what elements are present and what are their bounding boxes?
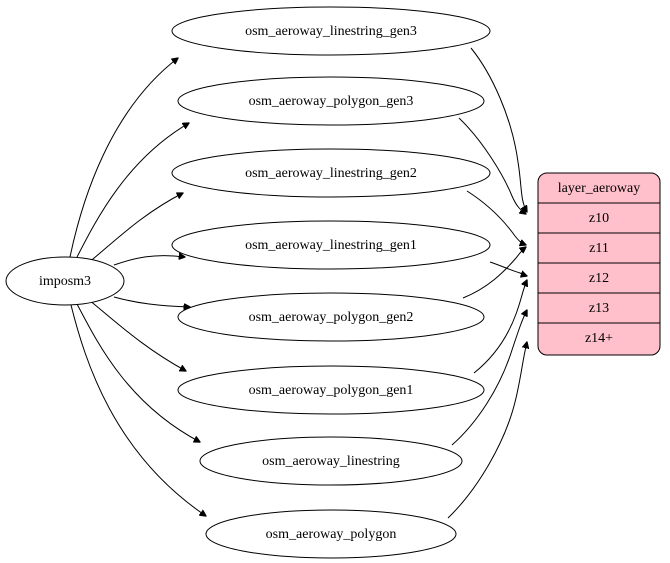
edge-linestring-to-z13 [451, 310, 527, 446]
edge-imposm3-to-polygon-gen2 [113, 296, 190, 307]
edge-imposm3-to-polygon-gen1 [88, 299, 186, 371]
record-row-layer-aeroway[interactable]: layer_aeroway [558, 181, 640, 196]
edge-group-source-to-tables [69, 58, 206, 516]
edge-imposm3-to-polygon [70, 304, 206, 516]
node-label: osm_aeroway_linestring_gen1 [245, 238, 417, 253]
node-label: osm_aeroway_linestring [262, 454, 400, 469]
node-shape[interactable] [171, 6, 491, 56]
edge-linestring-gen3-to-z10 [470, 47, 527, 212]
node-shape[interactable] [177, 292, 485, 342]
node-osm-aeroway-linestring-gen2[interactable]: osm_aeroway_linestring_gen2 [171, 148, 491, 198]
edge-imposm3-to-polygon-gen3 [75, 123, 189, 260]
node-label: osm_aeroway_polygon_gen1 [249, 383, 414, 398]
node-osm-aeroway-polygon-gen2[interactable]: osm_aeroway_polygon_gen2 [177, 292, 485, 342]
node-shape[interactable] [177, 76, 485, 126]
node-label: osm_aeroway_linestring_gen2 [245, 166, 417, 181]
edge-imposm3-to-linestring [76, 303, 200, 442]
node-osm-aeroway-linestring-gen1[interactable]: osm_aeroway_linestring_gen1 [171, 220, 491, 270]
node-imposm3-label: imposm3 [39, 274, 91, 289]
record-row-z10[interactable]: z10 [589, 211, 609, 226]
node-label: osm_aeroway_linestring_gen3 [245, 24, 417, 39]
record-row-z14plus[interactable]: z14+ [585, 331, 613, 346]
node-osm-aeroway-linestring-gen3[interactable]: osm_aeroway_linestring_gen3 [171, 6, 491, 56]
edge-imposm3-to-linestring-gen3 [69, 58, 178, 258]
node-osm-aeroway-polygon-gen3[interactable]: osm_aeroway_polygon_gen3 [177, 76, 485, 126]
record-row-z12[interactable]: z12 [589, 271, 609, 286]
node-shape[interactable] [171, 220, 491, 270]
node-label: osm_aeroway_polygon_gen3 [249, 94, 414, 109]
record-row-z11[interactable]: z11 [589, 241, 609, 256]
edge-group-tables-to-layer [447, 47, 527, 519]
node-label: osm_aeroway_polygon_gen2 [249, 310, 414, 325]
node-shape[interactable] [171, 148, 491, 198]
node-osm-aeroway-polygon-gen1[interactable]: osm_aeroway_polygon_gen1 [177, 365, 485, 415]
edge-linestring-gen2-to-z11 [466, 190, 526, 245]
node-shape[interactable] [205, 509, 457, 559]
edge-polygon-to-z14plus [447, 342, 527, 519]
node-imposm3[interactable]: imposm3 [5, 256, 125, 306]
node-shape[interactable] [177, 365, 485, 415]
edge-linestring-gen1-to-z12 [489, 261, 527, 276]
edge-polygon-gen2-to-z11 [462, 247, 526, 299]
edge-polygon-gen1-to-z12 [473, 280, 527, 374]
node-shape[interactable] [199, 436, 463, 486]
edge-imposm3-to-linestring-gen2 [87, 193, 183, 264]
node-imposm3-shape[interactable] [5, 256, 125, 306]
record-background[interactable] [537, 172, 661, 356]
edge-polygon-gen3-to-z10 [458, 117, 526, 214]
node-layer-aeroway-record[interactable]: layer_aeroway z10 z11 z12 z13 z14+ [537, 172, 661, 356]
node-label: osm_aeroway_polygon [266, 527, 397, 542]
record-row-z13[interactable]: z13 [589, 301, 609, 316]
node-osm-aeroway-linestring[interactable]: osm_aeroway_linestring [199, 436, 463, 486]
edge-imposm3-to-linestring-gen1 [113, 256, 185, 266]
node-osm-aeroway-polygon[interactable]: osm_aeroway_polygon [205, 509, 457, 559]
